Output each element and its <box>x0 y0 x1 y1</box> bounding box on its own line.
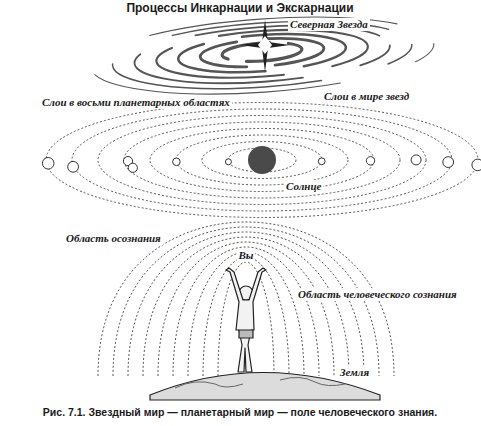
planet <box>366 157 374 165</box>
planet <box>42 158 54 170</box>
sun <box>248 146 276 174</box>
planet-orbits <box>46 103 478 218</box>
diagram-title: Процессы Инкарнации и Экскарнации <box>124 2 355 16</box>
earth-label: Земля <box>338 366 371 379</box>
star-layers-label: Слои в мире звезд <box>322 90 411 103</box>
you-label: Вы <box>237 249 256 262</box>
field-contour <box>113 227 379 376</box>
orbit <box>124 122 400 198</box>
galaxy-arm <box>110 13 414 98</box>
galaxy-spiral <box>88 7 436 104</box>
planet <box>411 155 421 165</box>
planet <box>472 159 481 171</box>
planet-layers-label: Слои в восьми планетарных областях <box>40 96 232 109</box>
planet <box>128 163 137 172</box>
consciousness-label: Область человеческого сознания <box>296 288 459 301</box>
figure-caption: Рис. 7.1. Звездный мир — планетарный мир… <box>41 406 439 418</box>
galaxy-arm <box>88 7 436 104</box>
north-star <box>240 20 290 72</box>
star-label: Северная Звезда <box>288 18 370 31</box>
field-contour <box>188 252 304 376</box>
field-contour <box>173 247 319 376</box>
galaxy-arm <box>133 18 392 91</box>
planet <box>225 159 231 165</box>
orbit <box>72 109 452 211</box>
field-contour <box>218 262 274 376</box>
earth-land <box>175 377 345 388</box>
human-figure <box>226 268 266 372</box>
planets <box>42 155 481 173</box>
orbit <box>202 142 322 179</box>
field-contour <box>128 232 364 376</box>
orbit <box>176 135 348 185</box>
planet <box>68 161 79 172</box>
awareness-label: Область осознания <box>64 232 163 245</box>
orbit <box>98 116 426 205</box>
planet <box>173 158 181 166</box>
field-contour <box>143 237 349 376</box>
planet <box>318 158 325 165</box>
sun-label: Солнце <box>284 180 323 193</box>
orbit <box>150 129 374 192</box>
galaxy-arm <box>177 29 347 77</box>
field-contour <box>203 257 289 376</box>
planet <box>443 157 454 168</box>
orbit <box>46 103 478 218</box>
